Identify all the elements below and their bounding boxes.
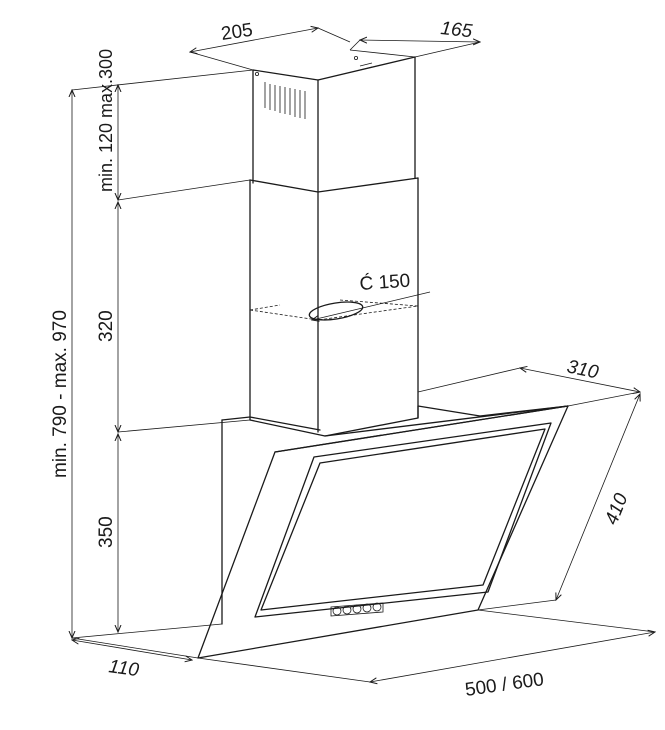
vent-slots-icon — [264, 82, 306, 119]
chimney-extension-label: min. 120 max.300 — [96, 49, 116, 192]
chimney-width-label: 205 — [220, 20, 254, 45]
upper-chimney — [252, 49, 416, 193]
total-height-label: min. 790 - max. 970 — [50, 310, 71, 478]
duct-diameter-label: Ć 150 — [359, 270, 411, 295]
chimney-depth-label: 165 — [439, 18, 473, 42]
control-button-icon — [372, 602, 382, 612]
upper-section-label: 320 — [96, 310, 117, 342]
wall-offset-label: 110 — [107, 656, 140, 681]
control-button-icon — [332, 606, 342, 616]
lower-section-label: 350 — [96, 516, 117, 548]
glass-height-label: 410 — [601, 490, 633, 528]
lower-chimney — [249, 177, 419, 433]
screw-icon — [254, 72, 259, 77]
screw-icon — [353, 56, 358, 61]
duct-opening — [308, 301, 364, 321]
dimension-lines — [72, 28, 655, 682]
control-buttons — [330, 602, 384, 617]
hood-depth-label: 310 — [565, 356, 601, 383]
glass-panel — [197, 405, 569, 659]
hood-width-label: 500 / 600 — [464, 669, 545, 701]
